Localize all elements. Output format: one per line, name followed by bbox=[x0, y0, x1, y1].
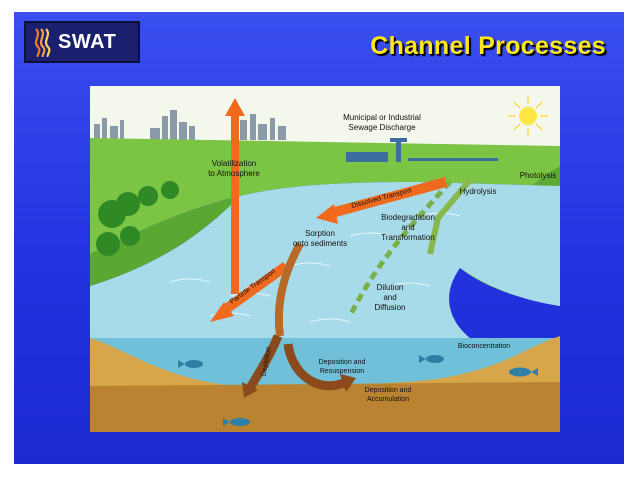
label-hydrolysis: Hydrolysis bbox=[460, 187, 497, 196]
label-sorption-2: onto sediments bbox=[293, 239, 347, 248]
label-dep-accum-1: Deposition and bbox=[365, 387, 412, 394]
slide-title: Channel Processes bbox=[370, 32, 606, 61]
label-photolysis: Photolysis bbox=[520, 171, 556, 180]
label-dilution-3: Diffusion bbox=[375, 303, 406, 312]
label-discharge-2: Sewage Discharge bbox=[348, 123, 416, 132]
label-volatilization-2: to Atmosphere bbox=[208, 169, 260, 178]
label-dilution-1: Dilution bbox=[377, 283, 404, 292]
label-biodeg-3: Transformation bbox=[381, 233, 435, 242]
label-volatilization-1: Volatilization bbox=[212, 159, 256, 168]
channel-processes-diagram: Municipal or Industrial Sewage Discharge… bbox=[90, 86, 560, 432]
swat-logo: SWAT bbox=[24, 21, 140, 63]
sky bbox=[90, 86, 560, 146]
label-dep-accum-2: Accumulation bbox=[367, 396, 409, 403]
wave-lines-icon bbox=[32, 27, 54, 57]
sun-icon bbox=[508, 96, 548, 136]
label-sorption-1: Sorption bbox=[305, 229, 335, 238]
label-bioconcentration: Bioconcentration bbox=[458, 343, 510, 350]
label-discharge-1: Municipal or Industrial bbox=[343, 113, 421, 122]
label-dep-resus-1: Deposition and bbox=[319, 359, 366, 366]
slide: SWAT Channel Processes bbox=[14, 12, 624, 464]
label-biodeg-2: and bbox=[401, 223, 414, 232]
logo-text: SWAT bbox=[58, 31, 116, 54]
label-biodeg-1: Biodegradation bbox=[381, 213, 435, 222]
label-dep-resus-2: Resuspension bbox=[320, 368, 364, 375]
label-dilution-2: and bbox=[383, 293, 396, 302]
